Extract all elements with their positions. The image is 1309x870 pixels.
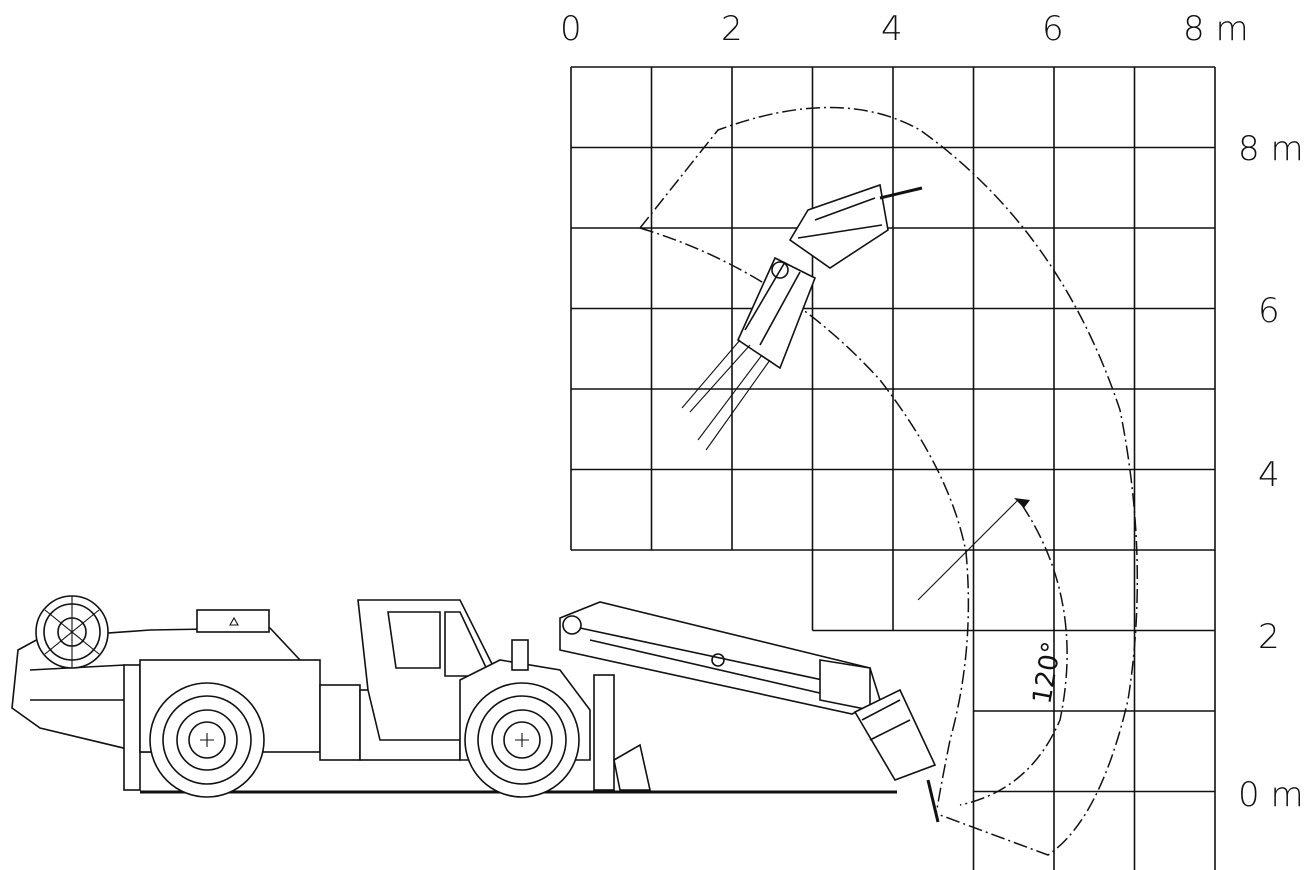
x-tick-0: 0	[560, 9, 582, 49]
machine-body	[11, 595, 651, 798]
cable-reel	[35, 595, 109, 669]
x-tick-8m: 8 m	[1183, 9, 1249, 49]
y-axis-labels: 8 m 6 4 2 0 m	[1238, 129, 1304, 815]
reach-grid	[570, 66, 1216, 870]
y-tick-4: 4	[1258, 455, 1280, 495]
breaker-head-high	[788, 183, 923, 269]
y-tick-0m: 0 m	[1238, 775, 1304, 815]
y-tick-6: 6	[1258, 291, 1280, 331]
outer-reach-arc	[639, 106, 1139, 856]
angle-arc	[959, 504, 1068, 806]
x-tick-2: 2	[721, 9, 743, 49]
x-tick-4: 4	[881, 9, 903, 49]
y-tick-2: 2	[1258, 617, 1280, 657]
angle-indicator: 120°	[917, 498, 1068, 706]
front-wheel	[464, 682, 580, 798]
x-axis-labels: 0 2 4 6 8 m	[560, 9, 1249, 49]
breaker-head-low	[853, 688, 940, 823]
rear-wheel	[149, 682, 265, 798]
inner-reach-arc	[639, 227, 970, 816]
boom-high	[681, 183, 923, 451]
x-tick-6: 6	[1042, 9, 1064, 49]
angle-label: 120°	[1027, 639, 1067, 706]
y-tick-8m: 8 m	[1238, 129, 1304, 169]
boom-low	[559, 601, 940, 823]
